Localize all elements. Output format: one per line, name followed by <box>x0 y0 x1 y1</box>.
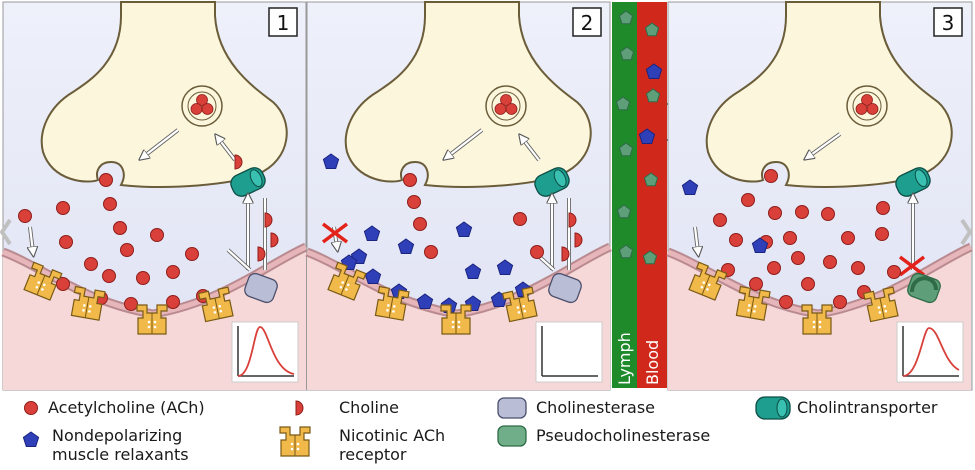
legend-cholinesterase: Cholinesterase <box>536 398 655 417</box>
vessels: Lymph Blood <box>612 2 692 388</box>
legend-pseudocholinesterase: Pseudocholinesterase <box>536 426 710 445</box>
carousel-next-icon[interactable] <box>960 218 973 246</box>
panel-1: 1 <box>3 1 306 390</box>
blood-label: Blood <box>643 340 662 385</box>
legend-nicotinic: Nicotinic ACh receptor <box>339 426 445 464</box>
legend-choline: Choline <box>339 398 399 417</box>
carousel-prev-icon[interactable] <box>0 218 12 246</box>
legend-cholintransporter-label: Cholintransporter <box>797 398 938 417</box>
panel-3: 3 <box>668 1 972 390</box>
legend-ach-label: Acetylcholine (ACh) <box>48 398 205 417</box>
panel-1-number: 1 <box>277 11 290 35</box>
legend-icons <box>22 396 791 457</box>
legend-nicotinic-label: Nicotinic ACh receptor <box>339 426 446 464</box>
legend-pseudocholinesterase-label: Pseudocholinesterase <box>536 426 711 445</box>
legend-relaxant-label: Nondepolarizing muscle relaxants <box>52 426 189 464</box>
panel-2: 2 <box>307 1 610 390</box>
lymph-label: Lymph <box>615 332 634 385</box>
panel-3-number: 3 <box>942 11 955 35</box>
legend-cholinesterase-label: Cholinesterase <box>536 398 655 417</box>
legend-cholintransporter: Cholintransporter <box>797 398 937 417</box>
legend-ach: Acetylcholine (ACh) <box>48 398 205 417</box>
panel-2-number: 2 <box>581 11 594 35</box>
legend-choline-label: Choline <box>339 398 399 417</box>
legend-relaxant: Nondepolarizing muscle relaxants <box>52 426 189 464</box>
